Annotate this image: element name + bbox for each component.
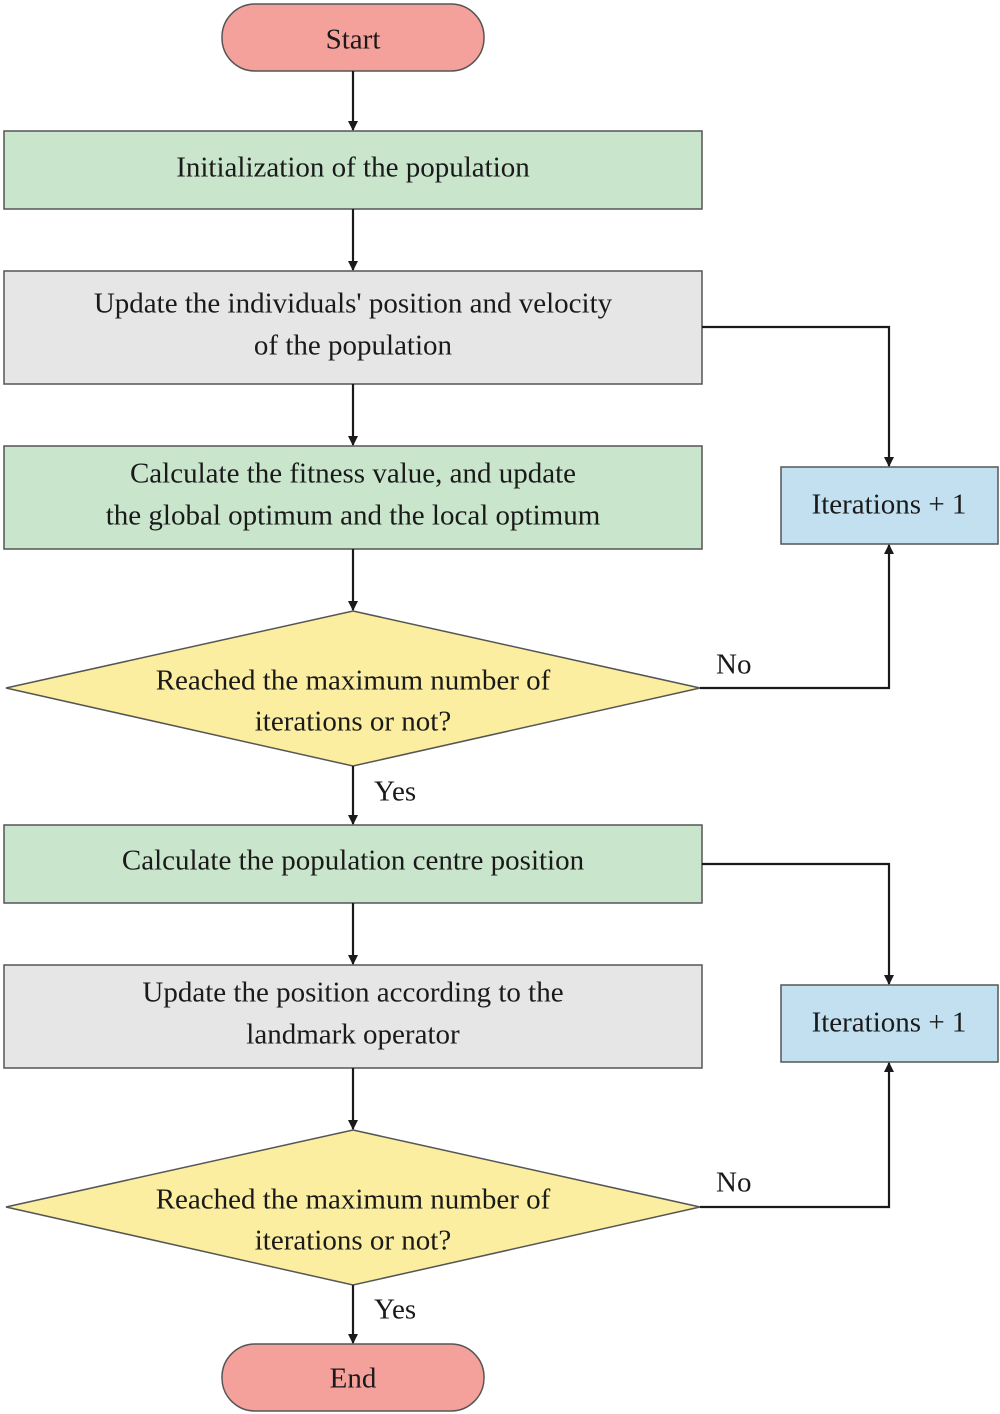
iterations-1-label: Iterations + 1: [812, 489, 967, 521]
calculate-fitness-step: Calculate the fitness value, and update …: [3, 445, 703, 550]
calculate-centre-step: Calculate the population centre position: [3, 824, 703, 904]
decision-1: Reached the maximum number of iterations…: [5, 610, 701, 767]
decision-1-yes-label: Yes: [374, 776, 416, 808]
arrow-update-to-iterations-1: [702, 325, 894, 467]
update-position-velocity-step: Update the individuals' position and vel…: [3, 270, 703, 385]
init-label: Initialization of the population: [176, 152, 530, 184]
decision-2-line-2: iterations or not?: [255, 1225, 452, 1257]
calc-fitness-line-2: the global optimum and the local optimum: [106, 500, 601, 532]
update-landmark-step: Update the position according to the lan…: [3, 964, 703, 1069]
update-pv-line-1: Update the individuals' position and vel…: [94, 288, 613, 320]
end-label: End: [330, 1363, 377, 1395]
decision-1-line-1: Reached the maximum number of: [156, 665, 551, 697]
arrow-decision-2-no: [700, 1062, 894, 1209]
update-pv-line-2: of the population: [254, 330, 453, 362]
decision-2-yes-label: Yes: [374, 1294, 416, 1326]
iterations-2-label: Iterations + 1: [812, 1007, 967, 1039]
decision-2-line-1: Reached the maximum number of: [156, 1184, 551, 1216]
calc-fitness-line-1: Calculate the fitness value, and update: [130, 458, 576, 490]
decision-1-line-2: iterations or not?: [255, 706, 452, 738]
iterations-counter-1: Iterations + 1: [780, 466, 999, 545]
start-terminal: Start: [221, 3, 485, 72]
update-landmark-line-2: landmark operator: [246, 1019, 460, 1051]
start-label: Start: [326, 24, 381, 56]
init-step: Initialization of the population: [3, 130, 703, 210]
end-terminal: End: [221, 1343, 485, 1412]
decision-2-no-label: No: [716, 1167, 751, 1199]
iterations-counter-2: Iterations + 1: [780, 984, 999, 1063]
decision-2: Reached the maximum number of iterations…: [5, 1129, 701, 1286]
decision-1-no-label: No: [716, 649, 751, 681]
arrow-decision-1-no: [700, 544, 894, 690]
update-landmark-line-1: Update the position according to the: [142, 977, 563, 1009]
arrow-centre-to-iterations-2: [702, 862, 894, 985]
calc-centre-label: Calculate the population centre position: [122, 845, 585, 877]
